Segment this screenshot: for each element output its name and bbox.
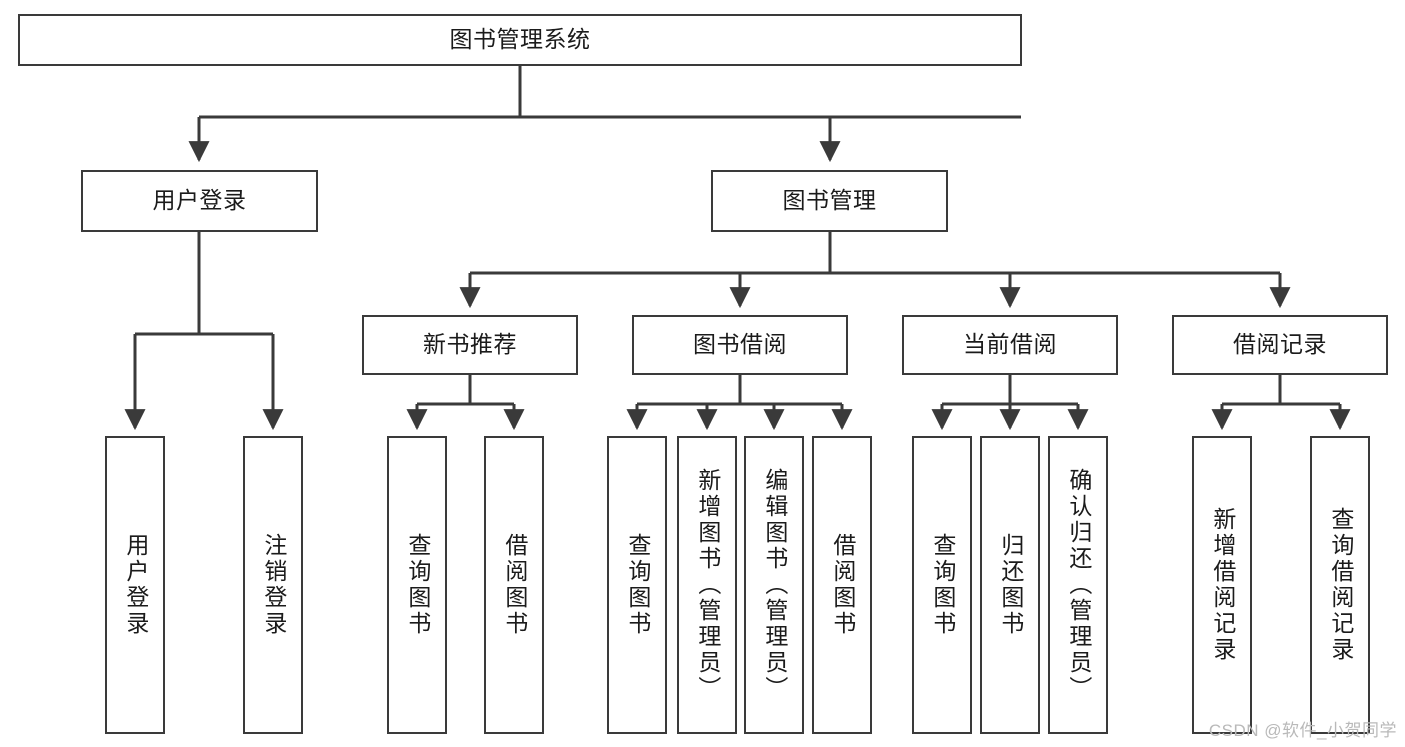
node-borrow-record[interactable]: 借阅记录 — [1172, 315, 1388, 375]
node-label: 借阅图书 — [829, 533, 856, 637]
node-leaf-edit-book[interactable]: 编辑图书（管理员） — [744, 436, 804, 734]
node-label: 归还图书 — [997, 533, 1024, 637]
node-leaf-query-book-2[interactable]: 查询图书 — [607, 436, 667, 734]
node-leaf-logout[interactable]: 注销登录 — [243, 436, 303, 734]
node-leaf-add-record[interactable]: 新增借阅记录 — [1192, 436, 1252, 734]
node-leaf-add-book[interactable]: 新增图书（管理员） — [677, 436, 737, 734]
node-leaf-borrow-book-2[interactable]: 借阅图书 — [812, 436, 872, 734]
node-leaf-user-login[interactable]: 用户登录 — [105, 436, 165, 734]
node-leaf-query-record[interactable]: 查询借阅记录 — [1310, 436, 1370, 734]
node-label: 新书推荐 — [423, 331, 517, 358]
node-label: 查询图书 — [404, 533, 431, 637]
node-new-book-recommend[interactable]: 新书推荐 — [362, 315, 578, 375]
node-leaf-borrow-book-1[interactable]: 借阅图书 — [484, 436, 544, 734]
node-label: 用户登录 — [152, 187, 247, 214]
node-book-management[interactable]: 图书管理 — [711, 170, 948, 232]
node-label: 图书借阅 — [693, 331, 787, 358]
node-label: 编辑图书（管理员） — [761, 468, 788, 702]
node-label: 注销登录 — [260, 533, 287, 637]
node-label: 当前借阅 — [963, 331, 1057, 358]
node-label: 用户登录 — [122, 533, 149, 637]
node-label: 查询图书 — [929, 533, 956, 637]
node-leaf-query-book-1[interactable]: 查询图书 — [387, 436, 447, 734]
node-label: 查询图书 — [624, 533, 651, 637]
node-label: 新增借阅记录 — [1209, 507, 1236, 663]
node-leaf-return-book[interactable]: 归还图书 — [980, 436, 1040, 734]
node-label: 查询借阅记录 — [1327, 507, 1354, 663]
node-label: 借阅记录 — [1233, 331, 1327, 358]
node-root-system[interactable]: 图书管理系统 — [18, 14, 1022, 66]
node-label: 确认归还（管理员） — [1065, 468, 1092, 702]
node-leaf-confirm-return[interactable]: 确认归还（管理员） — [1048, 436, 1108, 734]
node-label: 图书管理 — [782, 187, 877, 214]
node-label: 图书管理系统 — [449, 26, 591, 53]
node-label: 借阅图书 — [501, 533, 528, 637]
node-label: 新增图书（管理员） — [694, 468, 721, 702]
watermark-text: CSDN @软件_小贺同学 — [1208, 721, 1397, 740]
node-current-borrow[interactable]: 当前借阅 — [902, 315, 1118, 375]
node-leaf-query-book-3[interactable]: 查询图书 — [912, 436, 972, 734]
node-book-borrow[interactable]: 图书借阅 — [632, 315, 848, 375]
node-user-login[interactable]: 用户登录 — [81, 170, 318, 232]
